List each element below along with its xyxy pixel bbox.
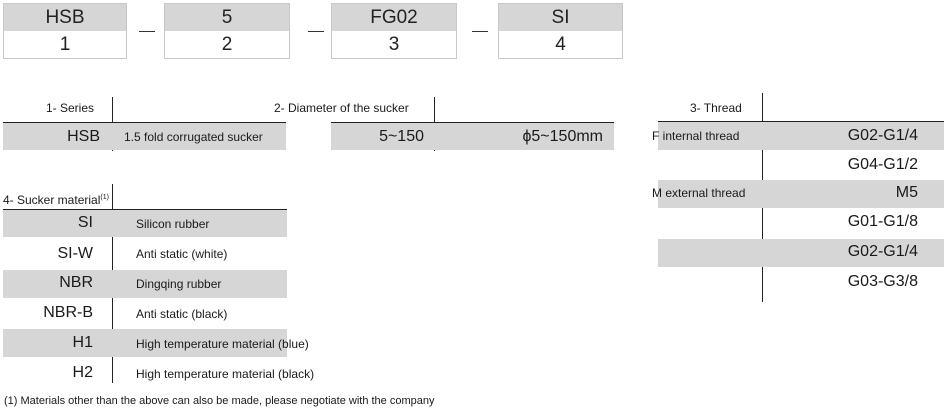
- series-row: [3, 123, 286, 150]
- material-code: H2: [72, 364, 93, 381]
- series-rule: [3, 122, 286, 123]
- material-code: H1: [72, 334, 93, 351]
- series-header: 1- Series: [46, 101, 95, 115]
- code-series: HSB: [4, 4, 126, 31]
- material-description: High temperature material (black): [136, 367, 315, 381]
- code-index-3: 3: [332, 31, 456, 58]
- material-code: NBR: [59, 274, 93, 291]
- thread-value: G03-G3/8: [847, 273, 918, 290]
- thread-value: G04-G1/2: [847, 156, 918, 173]
- code-box-series: HSB 1: [3, 3, 127, 59]
- material-code: NBR-B: [43, 304, 93, 321]
- thread-row: [658, 180, 944, 208]
- separator-dash: [139, 31, 155, 32]
- material-row: [3, 210, 287, 237]
- material-description: High temperature material (blue): [136, 337, 309, 351]
- diameter-header: 2- Diameter of the sucker: [274, 101, 409, 115]
- diameter-range: 5~150: [379, 128, 424, 145]
- material-code: SI-W: [57, 245, 93, 262]
- code-thread: FG02: [332, 4, 456, 31]
- separator-dash: [472, 31, 488, 32]
- thread-label: M external thread: [652, 186, 746, 200]
- material-rule: [3, 209, 287, 210]
- code-box-diameter: 5 2: [164, 3, 290, 59]
- series-code: HSB: [67, 128, 100, 145]
- thread-value: G02-G1/4: [847, 127, 918, 144]
- footnote: (1) Materials other than the above can a…: [4, 395, 435, 407]
- diameter-row: [331, 123, 614, 150]
- thread-label: F internal thread: [652, 129, 740, 143]
- code-material: SI: [499, 4, 622, 31]
- thread-value: M5: [895, 184, 918, 201]
- thread-rule: [658, 121, 944, 122]
- material-description: Anti static (black): [136, 307, 228, 321]
- code-index-2: 2: [165, 31, 289, 58]
- material-row: [3, 270, 287, 298]
- code-box-thread: FG02 3: [331, 3, 457, 59]
- thread-row: [658, 239, 944, 267]
- thread-value: G01-G1/8: [847, 213, 918, 230]
- diameter-description: ϕ5~150mm: [522, 128, 603, 145]
- material-header-text: 4- Sucker material: [3, 193, 101, 207]
- code-index-1: 1: [4, 31, 126, 58]
- diameter-rule: [331, 122, 614, 123]
- material-description: Dingqing rubber: [136, 277, 222, 291]
- material-description: Anti static (white): [136, 247, 228, 261]
- code-diameter: 5: [165, 4, 289, 31]
- thread-value: G02-G1/4: [847, 243, 918, 260]
- material-code: SI: [77, 214, 93, 231]
- material-header-footnote-mark: (1): [100, 194, 109, 201]
- material-row: [3, 329, 287, 357]
- material-description: Silicon rubber: [136, 217, 210, 231]
- code-index-4: 4: [499, 31, 622, 58]
- separator-dash: [308, 31, 324, 32]
- material-header: 4- Sucker material(1): [3, 191, 109, 207]
- thread-row: [658, 122, 944, 150]
- code-box-material: SI 4: [498, 3, 623, 59]
- thread-header: 3- Thread: [690, 101, 742, 115]
- series-description: 1.5 fold corrugated sucker: [124, 130, 263, 144]
